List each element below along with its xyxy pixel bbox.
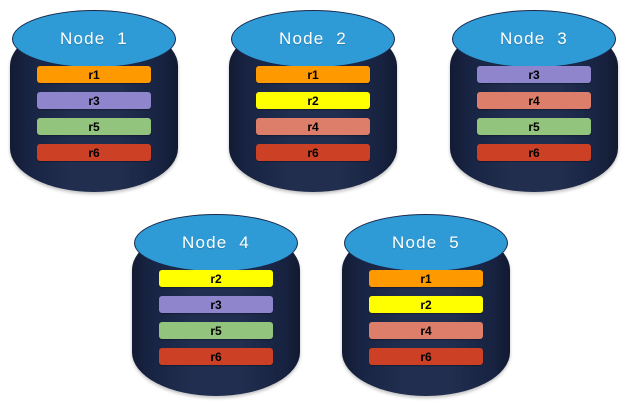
replica-bar: r3 — [477, 66, 591, 83]
replica-bar: r6 — [256, 144, 370, 161]
node-cylinder-3: Node 3 r3 r4 r5 r6 — [450, 4, 618, 192]
replica-bar: r3 — [37, 92, 151, 109]
node-cylinder-5: Node 5 r1 r2 r4 r6 — [342, 208, 510, 396]
replica-bar: r4 — [477, 92, 591, 109]
node-cylinder-1: Node 1 r1 r3 r5 r6 — [10, 4, 178, 192]
replica-bar: r6 — [37, 144, 151, 161]
node-label-1: Node 1 — [60, 29, 128, 48]
replica-stack-4: r2 r3 r5 r6 — [159, 270, 273, 365]
node-cylinder-2: Node 2 r1 r2 r4 r6 — [229, 4, 397, 192]
replica-stack-5: r1 r2 r4 r6 — [369, 270, 483, 365]
replica-bar: r1 — [369, 270, 483, 287]
replica-bar: r6 — [477, 144, 591, 161]
replica-bar: r5 — [159, 322, 273, 339]
node-label-5: Node 5 — [392, 233, 460, 252]
replica-bar: r2 — [256, 92, 370, 109]
replica-bar: r3 — [159, 296, 273, 313]
replica-bar: r2 — [369, 296, 483, 313]
node-label-2: Node 2 — [279, 29, 347, 48]
replica-bar: r5 — [477, 118, 591, 135]
replica-bar: r6 — [369, 348, 483, 365]
replica-stack-1: r1 r3 r5 r6 — [37, 66, 151, 161]
replica-bar: r4 — [369, 322, 483, 339]
replica-stack-3: r3 r4 r5 r6 — [477, 66, 591, 161]
node-label-3: Node 3 — [500, 29, 568, 48]
replica-bar: r5 — [37, 118, 151, 135]
node-cylinder-4: Node 4 r2 r3 r5 r6 — [132, 208, 300, 396]
replica-bar: r1 — [256, 66, 370, 83]
replica-bar: r2 — [159, 270, 273, 287]
node-top-ellipse-5 — [344, 214, 508, 272]
replica-bar: r1 — [37, 66, 151, 83]
replica-stack-2: r1 r2 r4 r6 — [256, 66, 370, 161]
replica-bar: r4 — [256, 118, 370, 135]
node-label-4: Node 4 — [182, 233, 250, 252]
replica-bar: r6 — [159, 348, 273, 365]
